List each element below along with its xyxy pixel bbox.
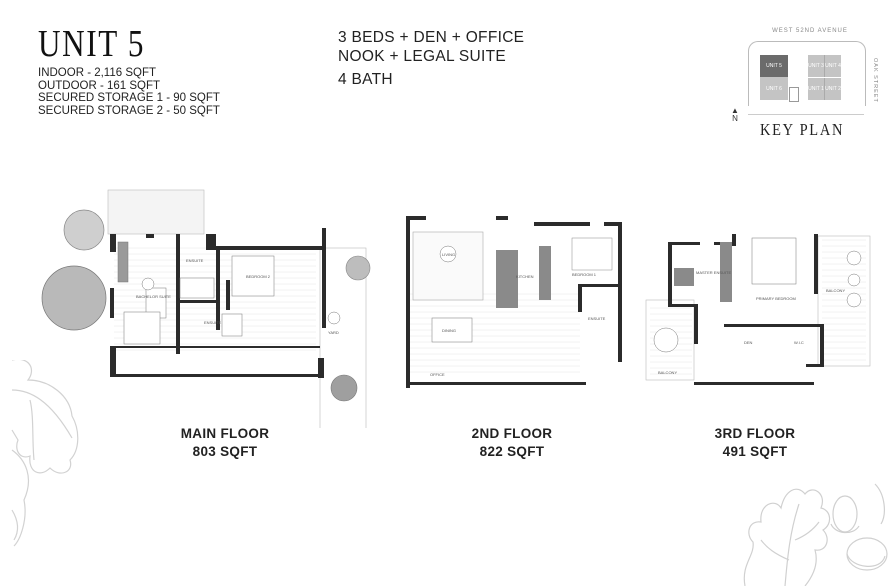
floor-area: 822 SQFT (479, 444, 545, 459)
room-label-master-ensuite: MASTER ENSUITE (696, 270, 731, 275)
shrub-icon (345, 255, 371, 281)
room-label-bedroom-2: BEDROOM 2 (246, 274, 271, 279)
room-label-dining: DINING (442, 328, 456, 333)
room-label-kitchen: KITCHEN (516, 274, 534, 279)
key-plan-site-outline (748, 41, 866, 106)
floor-label-main: MAIN FLOOR 803 SQFT (155, 425, 295, 461)
floor-area: 803 SQFT (192, 444, 258, 459)
room-label-bedroom-1: BEDROOM 1 (572, 272, 597, 277)
room-label-wic: W.I.C (794, 340, 804, 345)
key-plan-title: KEY PLAN (760, 120, 845, 139)
unit-title: UNIT 5 (38, 23, 146, 65)
key-plan-unit-4: UNIT 4 (825, 55, 841, 77)
room-label-yard: YARD (328, 330, 339, 335)
floor-label-third: 3RD FLOOR 491 SQFT (685, 425, 825, 461)
floor-name: 2ND FLOOR (471, 426, 553, 441)
room-label-living: LIVING (442, 252, 455, 257)
room-label-den: DEN (744, 340, 753, 345)
key-plan-storage (789, 87, 799, 102)
north-arrow-icon: ▲N (731, 106, 739, 123)
key-plan-unit-1: UNIT 1 (808, 78, 825, 100)
summary-suite: NOOK + LEGAL SUITE (338, 48, 507, 65)
third-floor-plan: MASTER ENSUITE PRIMARY BEDROOM BALCONY B… (645, 234, 871, 385)
floor-area: 491 SQFT (722, 444, 788, 459)
main-floor-plan: BACHELOR SUITE ENSUITE ENSUITE BEDROOM 2… (41, 189, 371, 428)
unit-summary: 3 BEDS + DEN + OFFICE NOOK + LEGAL SUITE… (338, 28, 524, 89)
floor-name: MAIN FLOOR (180, 426, 270, 441)
tree-icon (41, 265, 107, 331)
room-label-balcony-west: BALCONY (658, 370, 677, 375)
key-plan-unit-2: UNIT 2 (825, 78, 841, 100)
summary-bath: 4 BATH (338, 71, 393, 88)
unit-stats: INDOOR - 2,116 SQFT OUTDOOR - 161 SQFT S… (38, 67, 220, 117)
stat-storage-1: SECURED STORAGE 1 - 90 SQFT (38, 92, 220, 104)
key-plan-lane-line (748, 114, 864, 115)
tree-icon (63, 209, 105, 251)
room-label-ensuite-2: ENSUITE (204, 320, 222, 325)
key-plan-unit-3: UNIT 3 (808, 55, 825, 77)
room-label-bachelor-suite: BACHELOR SUITE (136, 294, 171, 299)
oak-leaf-decoration-icon (11, 360, 79, 547)
floor-name: 3RD FLOOR (714, 426, 796, 441)
room-label-ensuite: ENSUITE (186, 258, 204, 263)
room-label-primary-bedroom: PRIMARY BEDROOM (756, 296, 796, 301)
key-plan-unit-5: UNIT 5 (760, 55, 788, 77)
key-plan: WEST 52ND AVENUE UNIT 5 UNIT 6 UNIT 3 UN… (726, 28, 894, 140)
key-plan-street-right: OAK STREET (872, 58, 878, 103)
north-label: N (732, 114, 738, 123)
oak-leaf-acorn-decoration-icon (743, 483, 888, 586)
room-label-office: OFFICE (430, 372, 445, 377)
stat-outdoor: OUTDOOR - 161 SQFT (38, 79, 161, 92)
stat-indoor: INDOOR - 2,116 SQFT (38, 67, 157, 79)
second-floor-plan: LIVING DINING KITCHEN BEDROOM 1 ENSUITE … (406, 216, 622, 388)
room-label-balcony-east: BALCONY (826, 288, 845, 293)
summary-beds: 3 BEDS + DEN + OFFICE (338, 29, 525, 46)
floor-label-second: 2ND FLOOR 822 SQFT (442, 425, 582, 461)
stat-storage-2: SECURED STORAGE 2 - 50 SQFT (38, 104, 220, 117)
shrub-icon (330, 374, 358, 402)
key-plan-unit-6: UNIT 6 (760, 77, 788, 100)
room-label-ensuite: ENSUITE (588, 316, 606, 321)
key-plan-street-top: WEST 52ND AVENUE (772, 28, 848, 34)
